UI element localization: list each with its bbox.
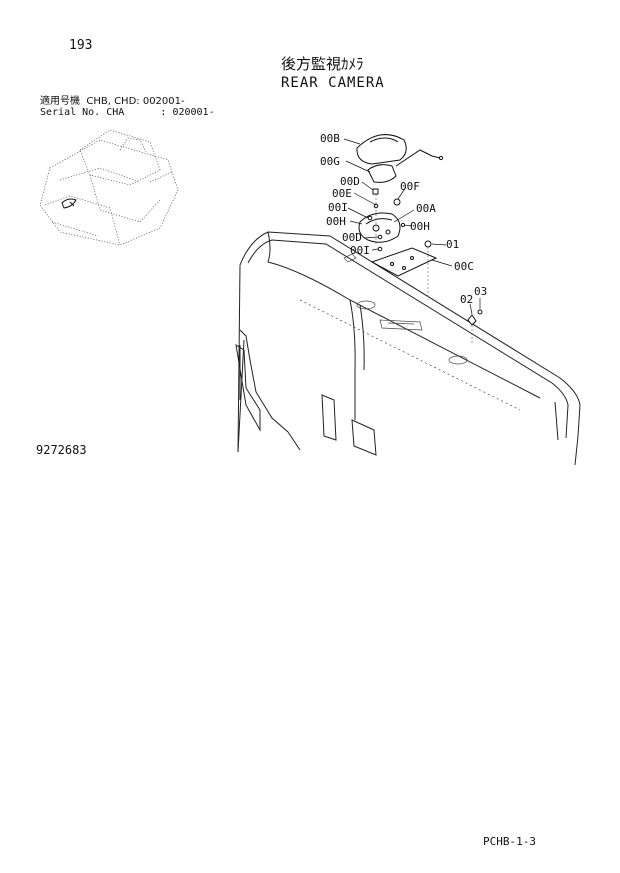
callout-labels: 00B 00G 00D 00E 00F 00I 00A 00H 00H 00D … xyxy=(320,132,487,306)
callout-00H-left: 00H xyxy=(326,215,346,228)
mount-plate xyxy=(370,247,438,277)
camera-cover xyxy=(356,134,407,165)
leader-lines xyxy=(343,138,481,315)
thumbnail-camera-marker xyxy=(61,198,77,209)
applicability-line-1: 適用号機 CHB, CHD: 002001- xyxy=(40,96,185,107)
callout-00A: 00A xyxy=(416,202,436,215)
machine-overview-thumbnail xyxy=(39,129,179,246)
applicability-line-2: Serial No. CHA : 020001- xyxy=(40,107,215,118)
callout-00C: 00C xyxy=(454,260,474,273)
sheet-code: PCHB-1-3 xyxy=(483,835,536,848)
title-english: REAR CAMERA xyxy=(281,75,385,91)
callout-00B: 00B xyxy=(320,132,340,145)
callout-00D-top: 00D xyxy=(340,175,360,188)
title-japanese: 後方監視ｶﾒﾗ xyxy=(281,55,364,73)
callout-00H-right: 00H xyxy=(410,220,430,233)
callout-00F: 00F xyxy=(400,180,420,193)
callout-00I-bottom: 00I xyxy=(350,244,370,257)
callout-03: 03 xyxy=(474,285,487,298)
install-axis-lines xyxy=(375,194,473,345)
camera-bracket xyxy=(358,212,401,243)
camera-unit xyxy=(367,149,444,183)
small-hardware xyxy=(367,188,483,326)
counterweight-inner-lines xyxy=(299,253,521,411)
callout-00I-top: 00I xyxy=(328,201,348,214)
callout-02: 02 xyxy=(460,293,473,306)
counterweight-outline xyxy=(235,231,581,466)
callout-00D-bottom: 00D xyxy=(342,231,362,244)
page-number: 193 xyxy=(69,38,93,53)
callout-00G: 00G xyxy=(320,155,340,168)
callout-00E: 00E xyxy=(332,187,352,200)
callout-01: 01 xyxy=(446,238,459,251)
drawing-number: 9272683 xyxy=(36,443,87,457)
